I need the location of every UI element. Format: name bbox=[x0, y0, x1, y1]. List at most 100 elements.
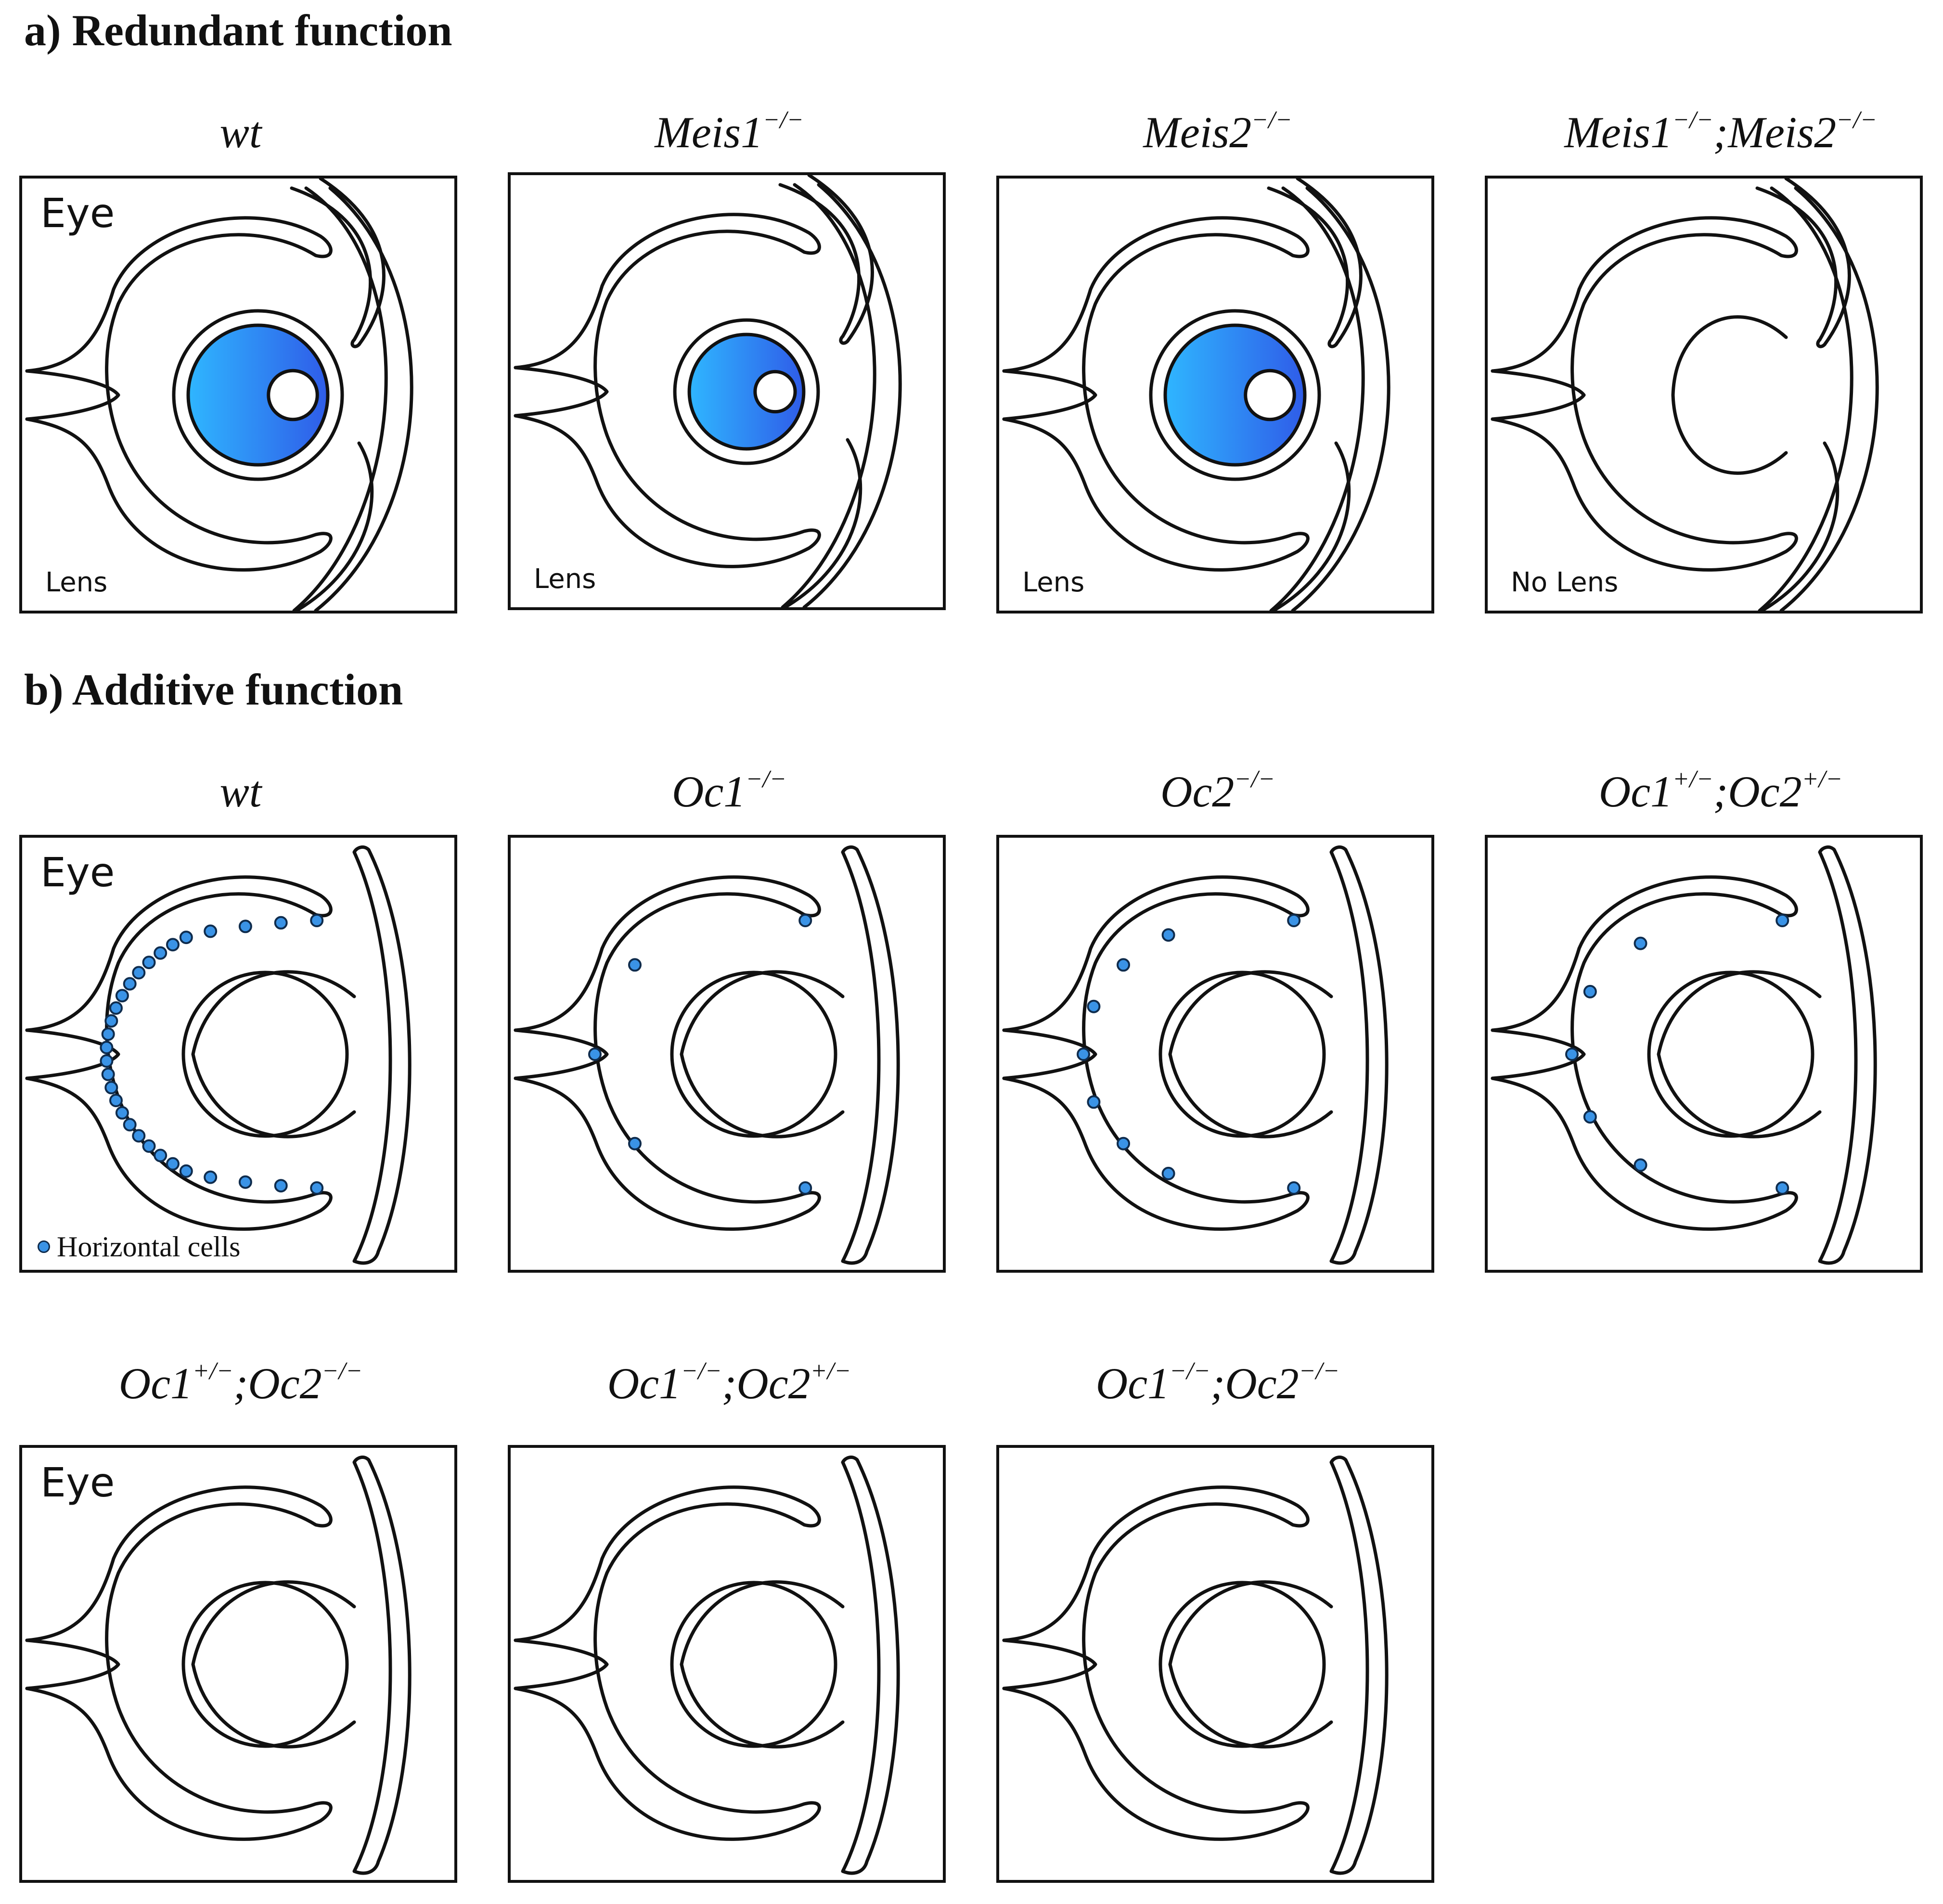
horizontal-cell bbox=[204, 924, 218, 938]
surface-ectoderm-outline bbox=[352, 1456, 412, 1875]
horizontal-cell bbox=[104, 1014, 118, 1028]
optic-stalk-outline bbox=[514, 1638, 609, 1690]
horizontal-cell bbox=[100, 1054, 114, 1068]
horizontal-cell bbox=[588, 1048, 602, 1061]
horizontal-cell bbox=[142, 956, 156, 970]
lens bbox=[1158, 971, 1326, 1138]
lens-label: Lens bbox=[534, 563, 596, 595]
horizontal-cell bbox=[1634, 1158, 1647, 1172]
neural-retina-outline bbox=[1491, 216, 1798, 572]
optic-stalk-outline bbox=[1491, 1028, 1586, 1080]
panel-b2 bbox=[508, 835, 946, 1273]
section-a-heading: a) Redundant function bbox=[24, 6, 452, 55]
optic-stalk-outline bbox=[1002, 369, 1097, 421]
horizontal-cell bbox=[109, 1094, 123, 1107]
surface-ectoderm-outline bbox=[352, 845, 412, 1265]
horizontal-cell bbox=[1161, 928, 1175, 942]
neural-retina-outline bbox=[1002, 875, 1310, 1231]
neural-retina-outline bbox=[25, 875, 333, 1231]
optic-cup-inner-outline bbox=[191, 970, 356, 1138]
horizontal-cell bbox=[204, 1170, 218, 1184]
horizontal-cell bbox=[104, 1081, 118, 1095]
horizontal-cell bbox=[1161, 1166, 1175, 1180]
surface-ectoderm-inner bbox=[802, 183, 902, 607]
horizontal-cell bbox=[1117, 958, 1130, 972]
horizontal-cell bbox=[274, 916, 288, 930]
optic-stalk-outline bbox=[514, 366, 609, 418]
surface-ectoderm-outline bbox=[1329, 1456, 1389, 1875]
neural-retina-outline bbox=[1491, 875, 1798, 1231]
empty-cup-outline bbox=[1671, 315, 1788, 475]
horizontal-cell bbox=[1634, 936, 1647, 950]
panel-a3-title: Meis2−/− bbox=[1143, 106, 1292, 157]
lens-vesicle-lumen bbox=[267, 369, 319, 422]
panel-b1: Eye Horizontal cells bbox=[19, 835, 457, 1273]
horizontal-cell bbox=[1776, 1181, 1789, 1195]
panel-b1-title: wt bbox=[219, 767, 262, 816]
surface-ectoderm-inner bbox=[314, 186, 413, 611]
surface-ectoderm-outer bbox=[1758, 186, 1853, 611]
neural-retina-outline bbox=[514, 1485, 821, 1841]
horizontal-cell bbox=[100, 1041, 114, 1054]
horizontal-cell bbox=[1583, 1110, 1597, 1124]
panel-b3-title: Oc2−/− bbox=[1160, 766, 1275, 816]
rpe-lower-outline bbox=[1760, 441, 1840, 611]
neural-retina-outline bbox=[25, 1485, 333, 1841]
panel-a4: No Lens bbox=[1485, 176, 1923, 613]
eye-diagram bbox=[1002, 845, 1389, 1265]
surface-ectoderm-outline bbox=[841, 1456, 900, 1875]
horizontal-cell-legend-marker bbox=[38, 1240, 50, 1253]
surface-ectoderm-outer bbox=[1269, 186, 1365, 611]
eye-diagram bbox=[1002, 1456, 1389, 1875]
horizontal-cell bbox=[109, 1001, 123, 1015]
panel-b2-title: Oc1−/− bbox=[672, 766, 786, 816]
lens-vesicle-lumen bbox=[1244, 369, 1296, 422]
optic-stalk-outline bbox=[1002, 1638, 1097, 1690]
panel-b6 bbox=[508, 1445, 946, 1883]
horizontal-cell bbox=[628, 1137, 642, 1150]
horizontal-cell bbox=[166, 1157, 180, 1171]
lens-vesicle-lumen bbox=[753, 370, 797, 414]
panel-b3 bbox=[996, 835, 1434, 1273]
panel-b5-title: Oc1+/−;Oc2−/− bbox=[118, 1357, 363, 1408]
horizontal-cell bbox=[154, 1149, 167, 1163]
lens bbox=[687, 332, 806, 451]
lens bbox=[670, 971, 837, 1138]
eye-diagram bbox=[25, 179, 413, 611]
optic-stalk-outline bbox=[25, 1028, 120, 1080]
eye-diagram bbox=[25, 1456, 412, 1875]
panel-b4 bbox=[1485, 835, 1923, 1273]
horizontal-cell bbox=[238, 1175, 252, 1189]
horizontal-cell bbox=[1287, 1181, 1301, 1195]
optic-stalk-outline bbox=[25, 369, 120, 421]
optic-cup-inner-outline bbox=[1168, 1580, 1333, 1749]
horizontal-cell bbox=[238, 920, 252, 933]
optic-stalk-outline bbox=[25, 1638, 120, 1690]
panel-b5: Eye bbox=[19, 1445, 457, 1883]
legend-label: Horizontal cells bbox=[57, 1231, 241, 1263]
neural-retina-outline bbox=[1002, 216, 1310, 572]
panel-b7-title: Oc1−/−;Oc2−/− bbox=[1095, 1357, 1340, 1408]
lens bbox=[670, 1581, 837, 1748]
panel-a2: Lens bbox=[508, 172, 946, 610]
horizontal-cell bbox=[154, 946, 167, 960]
surface-ectoderm-outline bbox=[841, 845, 900, 1265]
panel-b6-title: Oc1−/−;Oc2+/− bbox=[607, 1357, 851, 1408]
horizontal-cell bbox=[1087, 1095, 1101, 1109]
horizontal-cell bbox=[798, 1181, 812, 1195]
optic-cup-inner-outline bbox=[1168, 970, 1333, 1138]
horizontal-cell bbox=[1776, 914, 1789, 927]
horizontal-cell bbox=[274, 1179, 288, 1193]
eye-label: Eye bbox=[40, 190, 115, 237]
panel-b4-title: Oc1+/−;Oc2+/− bbox=[1598, 766, 1843, 816]
panel-a1: Eye Lens bbox=[19, 176, 457, 613]
rpe-upper-inner bbox=[319, 179, 386, 348]
horizontal-cell bbox=[123, 977, 137, 991]
eye-diagram bbox=[1491, 179, 1879, 611]
rpe-upper-inner bbox=[1784, 179, 1851, 348]
horizontal-cell bbox=[115, 989, 129, 1003]
optic-stalk-outline bbox=[1491, 369, 1586, 421]
horizontal-cell bbox=[798, 914, 812, 927]
horizontal-cell bbox=[166, 938, 180, 952]
eye-diagram bbox=[514, 1456, 900, 1875]
